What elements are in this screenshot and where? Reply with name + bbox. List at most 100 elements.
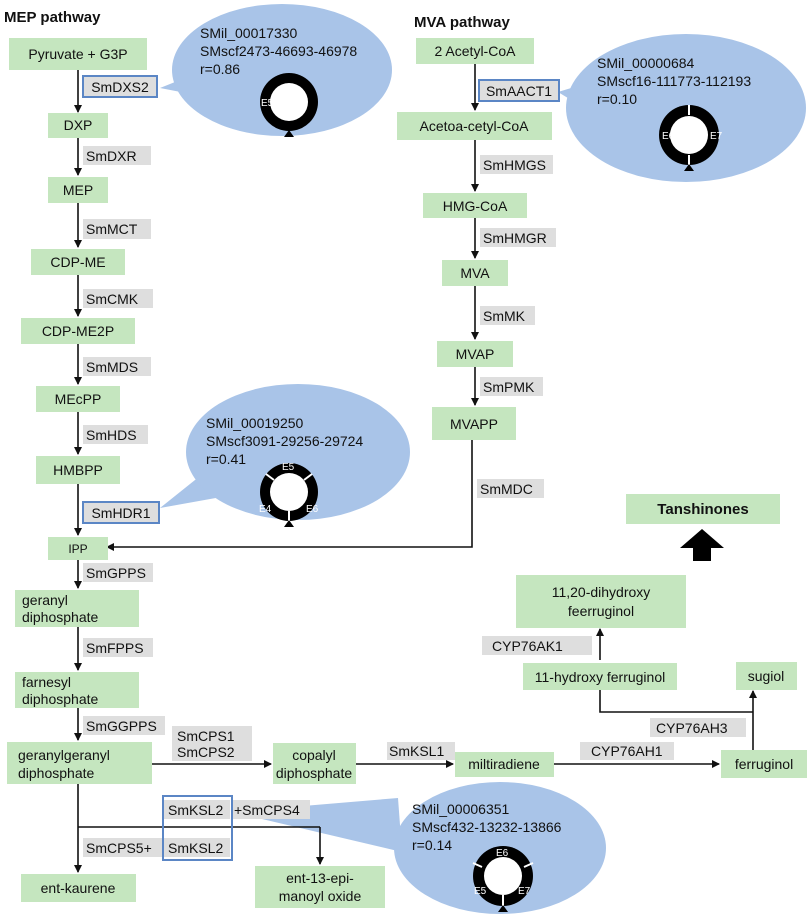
smksl2-highlight-box (162, 795, 233, 861)
enzyme-smmk: SmMK (480, 306, 535, 325)
svg-text:CYP76AH3: CYP76AH3 (656, 720, 728, 736)
callout-3-correlation: r=0.41 (206, 451, 246, 467)
svg-text:11,20-dihydroxy: 11,20-dihydroxy (552, 584, 651, 600)
enzyme-smfpps: SmFPPS (83, 638, 153, 657)
svg-text:diphosphate: diphosphate (22, 609, 99, 625)
callout-3-exon-label-3: E6 (306, 504, 319, 515)
callout-2-scaffold: SMscf16-111773-112193 (597, 73, 751, 89)
svg-text:Tanshinones: Tanshinones (657, 501, 748, 518)
node-mvap: MVAP (437, 341, 513, 367)
svg-text:geranylgeranyl: geranylgeranyl (18, 747, 110, 763)
node-ipp: IPP (48, 537, 108, 560)
callout-2-gene-id: SMil_00000684 (597, 55, 695, 71)
callout-4-gene-id: SMil_00006351 (412, 801, 510, 817)
node-11-20-dihydroxy-feerruginol: 11,20-dihydroxy feerruginol (516, 575, 686, 628)
node-sugiol: sugiol (736, 662, 797, 690)
svg-text:SmHMGS: SmHMGS (483, 157, 546, 173)
enzyme-smpmk: SmPMK (480, 377, 543, 396)
mva-pathway-title: MVA pathway (414, 14, 511, 31)
svg-text:SmDXR: SmDXR (86, 148, 137, 164)
enzyme-cyp76ak1: CYP76AK1 (482, 636, 592, 655)
svg-text:ent-13-epi-: ent-13-epi- (286, 870, 354, 886)
enzyme-smmds: SmMDS (83, 357, 151, 376)
svg-text:MVA: MVA (460, 265, 490, 281)
svg-text:SmPMK: SmPMK (483, 379, 535, 395)
svg-text:SmCPS2: SmCPS2 (177, 744, 235, 760)
enzyme-smcps1-smcps2: SmCPS1 SmCPS2 (172, 726, 252, 761)
callout-2-exon-ring: E6 E7 (659, 105, 723, 171)
svg-text:IPP: IPP (68, 542, 87, 556)
svg-text:SmHDR1: SmHDR1 (91, 505, 150, 521)
svg-text:SmCPS5+: SmCPS5+ (86, 840, 152, 856)
node-cdp-me: CDP-ME (31, 249, 125, 275)
callout-2-exon-label-1: E6 (662, 131, 675, 142)
node-pyruvate-g3p: Pyruvate + G3P (9, 38, 147, 70)
svg-text:SmKSL2: SmKSL2 (168, 840, 223, 856)
node-tanshinones: Tanshinones (626, 494, 780, 524)
enzyme-smcps5-smksl2: SmCPS5+ SmKSL2 (83, 838, 230, 857)
svg-text:+SmCPS4: +SmCPS4 (234, 802, 300, 818)
enzyme-smdxr: SmDXR (83, 146, 151, 165)
callout-2-correlation: r=0.10 (597, 91, 637, 107)
svg-text:ent-kaurene: ent-kaurene (41, 880, 116, 896)
enzyme-smmct: SmMCT (83, 219, 151, 239)
svg-text:diphosphate: diphosphate (22, 691, 99, 707)
node-dxp: DXP (48, 113, 108, 138)
callout-3-exon-label-1: E5 (282, 462, 295, 473)
svg-text:SmCPS1: SmCPS1 (177, 728, 235, 744)
svg-text:ferruginol: ferruginol (735, 756, 793, 772)
svg-text:SmMCT: SmMCT (86, 221, 138, 237)
callout-1-scaffold: SMscf2473-46693-46978 (200, 43, 357, 59)
node-2-acetyl-coa: 2 Acetyl-CoA (416, 38, 534, 64)
callout-4-exon-label-1: E6 (496, 848, 509, 859)
node-copalyl-diphosphate: copalyl diphosphate (273, 743, 356, 784)
enzyme-smaact1: SmAACT1 (478, 79, 560, 102)
node-ferruginol: ferruginol (721, 750, 807, 778)
svg-text:diphosphate: diphosphate (18, 765, 95, 781)
callout-bubble-2: SMil_00000684 SMscf16-111773-112193 r=0.… (558, 34, 806, 182)
up-arrow-icon (680, 529, 724, 561)
svg-text:2 Acetyl-CoA: 2 Acetyl-CoA (435, 43, 517, 59)
callout-3-exon-ring: E5 E4 E6 (259, 462, 319, 527)
node-mecpp: MEcPP (36, 386, 120, 412)
enzyme-smmdc: SmMDC (477, 479, 544, 498)
node-ent-13-epi-manoyl-oxide: ent-13-epi- manoyl oxide (255, 866, 385, 908)
svg-text:SmGPPS: SmGPPS (86, 565, 146, 581)
callout-4-exon-ring: E6 E5 E7 (472, 846, 534, 912)
node-mva: MVA (442, 260, 508, 286)
svg-text:HMG-CoA: HMG-CoA (443, 198, 508, 214)
node-mvapp: MVAPP (432, 407, 516, 440)
callout-4-correlation: r=0.14 (412, 837, 452, 853)
node-acetoacetyl-coa: Acetoa-cetyl-CoA (397, 112, 552, 140)
callout-bubble-3: SMil_00019250 SMscf3091-29256-29724 r=0.… (160, 384, 410, 527)
svg-text:SmMDS: SmMDS (86, 359, 138, 375)
callout-4-exon-label-2: E5 (474, 886, 487, 897)
enzyme-smggpps: SmGGPPS (83, 716, 165, 735)
callout-bubble-1: SMil_00017330 SMscf2473-46693-46978 r=0.… (160, 4, 392, 137)
svg-text:SmDXS2: SmDXS2 (91, 79, 149, 95)
svg-text:Acetoa-cetyl-CoA: Acetoa-cetyl-CoA (420, 118, 530, 134)
svg-text:CYP76AH1: CYP76AH1 (591, 743, 663, 759)
enzyme-smhdr1: SmHDR1 (82, 501, 160, 524)
svg-text:SmMK: SmMK (483, 308, 526, 324)
enzyme-smgpps: SmGPPS (83, 563, 153, 582)
svg-text:CDP-ME2P: CDP-ME2P (42, 323, 114, 339)
mep-pathway-title: MEP pathway (4, 9, 101, 26)
node-geranylgeranyl-diphosphate: geranylgeranyl diphosphate (7, 742, 152, 784)
svg-text:sugiol: sugiol (748, 668, 785, 684)
enzyme-cyp76ah3: CYP76AH3 (650, 718, 746, 737)
svg-text:SmKSL1: SmKSL1 (389, 743, 444, 759)
node-hmbpp: HMBPP (36, 456, 120, 484)
svg-text:miltiradiene: miltiradiene (468, 756, 540, 772)
svg-text:MEcPP: MEcPP (55, 391, 102, 407)
enzyme-smksl1: SmKSL1 (387, 742, 455, 760)
svg-text:SmKSL2: SmKSL2 (168, 802, 223, 818)
callout-1-gene-id: SMil_00017330 (200, 25, 298, 41)
node-farnesyl-diphosphate: farnesyl diphosphate (15, 672, 139, 708)
node-mep: MEP (48, 177, 108, 203)
svg-text:CYP76AK1: CYP76AK1 (492, 638, 563, 654)
svg-text:MVAP: MVAP (456, 346, 495, 362)
callout-1-exon-ring: E5 (260, 73, 318, 137)
svg-text:manoyl oxide: manoyl oxide (279, 888, 362, 904)
